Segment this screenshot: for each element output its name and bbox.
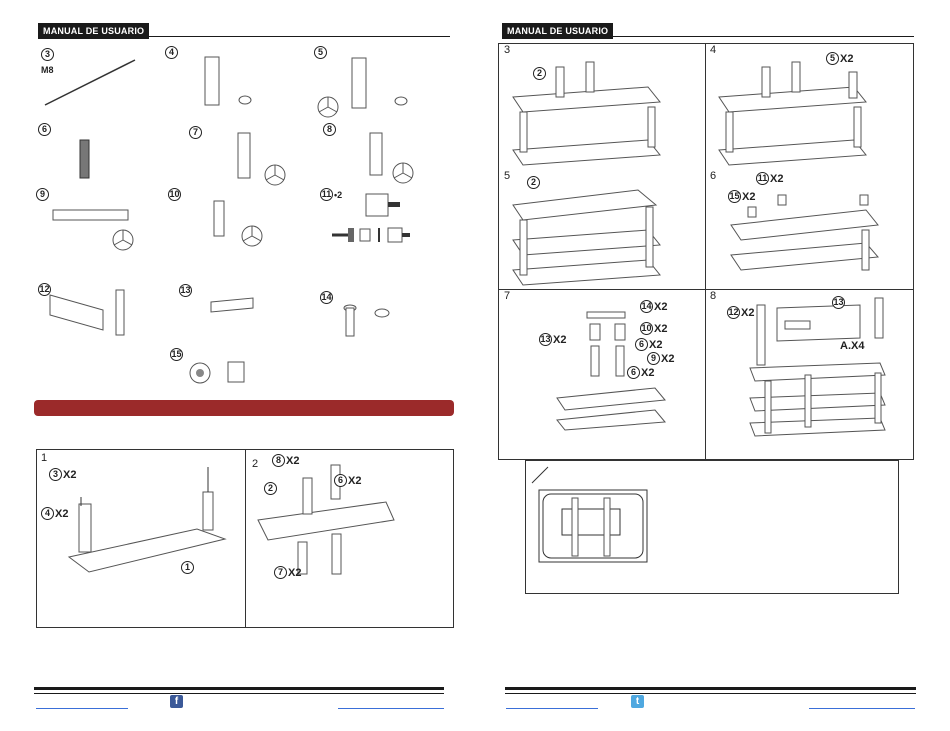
part-12-wall-plate-drawing [48,290,138,340]
part-10-label: 10 [168,188,181,201]
left-header-rule [38,36,450,37]
tv-mount-drawing [538,489,658,569]
step-8-number: 8 [710,290,716,302]
step-5-number: 5 [504,170,510,182]
step-8-callout-a: A.X4 [840,340,864,352]
grid-vertical-divider [705,43,706,460]
twitter-icon[interactable]: t [631,695,644,708]
step-7-number: 7 [504,290,510,302]
tv-mount-corner-mark [530,465,560,485]
step-7-stand-drawing [555,300,685,430]
step-6-number: 6 [710,170,716,182]
part-11-spacer-hardware-drawing [330,190,420,250]
step-5-callout-2: 2 [527,176,540,189]
step-4-number: 4 [710,44,716,56]
part-8-tube-drawing [365,130,425,190]
left-footer-rule [34,693,444,694]
right-footer-band [505,687,916,690]
step-8-callout-13: 13 [832,296,845,309]
step-1-callout-1: 1 [181,561,194,574]
left-footer-band [34,687,444,690]
section-banner [34,400,454,416]
tv-mount-panel [525,460,899,594]
step-8-stand-drawing [735,293,905,443]
part-4-tube-drawing [200,52,260,112]
part-3-threaded-rod-drawing [40,55,140,115]
right-footer-rule [505,693,916,694]
facebook-icon[interactable]: f [170,695,183,708]
step-4-stand-drawing [714,62,874,172]
step-5-stand-drawing [508,185,668,295]
right-header-rule [502,36,914,37]
step-1-assembly-drawing [57,462,227,582]
step-1-number: 1 [41,452,47,464]
left-footer-link-2[interactable] [338,708,444,709]
part-8-label: 8 [323,123,336,136]
step-3-stand-drawing [508,62,668,172]
part-13-bracket-drawing [208,294,268,324]
step-3-number: 3 [504,44,510,56]
part-9-bolt-drawing [48,205,148,265]
part-4-label: 4 [165,46,178,59]
part-14-screw-drawing [340,303,400,343]
step-3-callout-2: 2 [533,67,546,80]
step-2-callout-2: 2 [264,482,277,495]
part-13-label: 13 [179,284,192,297]
right-footer-link-1[interactable] [506,708,598,709]
right-footer-link-2[interactable] [809,708,915,709]
part-6-label: 6 [38,123,51,136]
part-6-stud-drawing [76,138,96,183]
part-15-label: 15 [170,348,183,361]
part-5-tube-drawing [316,55,416,125]
part-10-tube-drawing [210,198,280,258]
part-14-label: 14 [320,291,333,304]
part-7-tube-drawing [230,130,300,190]
part-15-foot-drawing [188,360,258,390]
left-footer-link-1[interactable] [36,708,128,709]
part-9-label: 9 [36,188,49,201]
part-7-label: 7 [189,126,202,139]
